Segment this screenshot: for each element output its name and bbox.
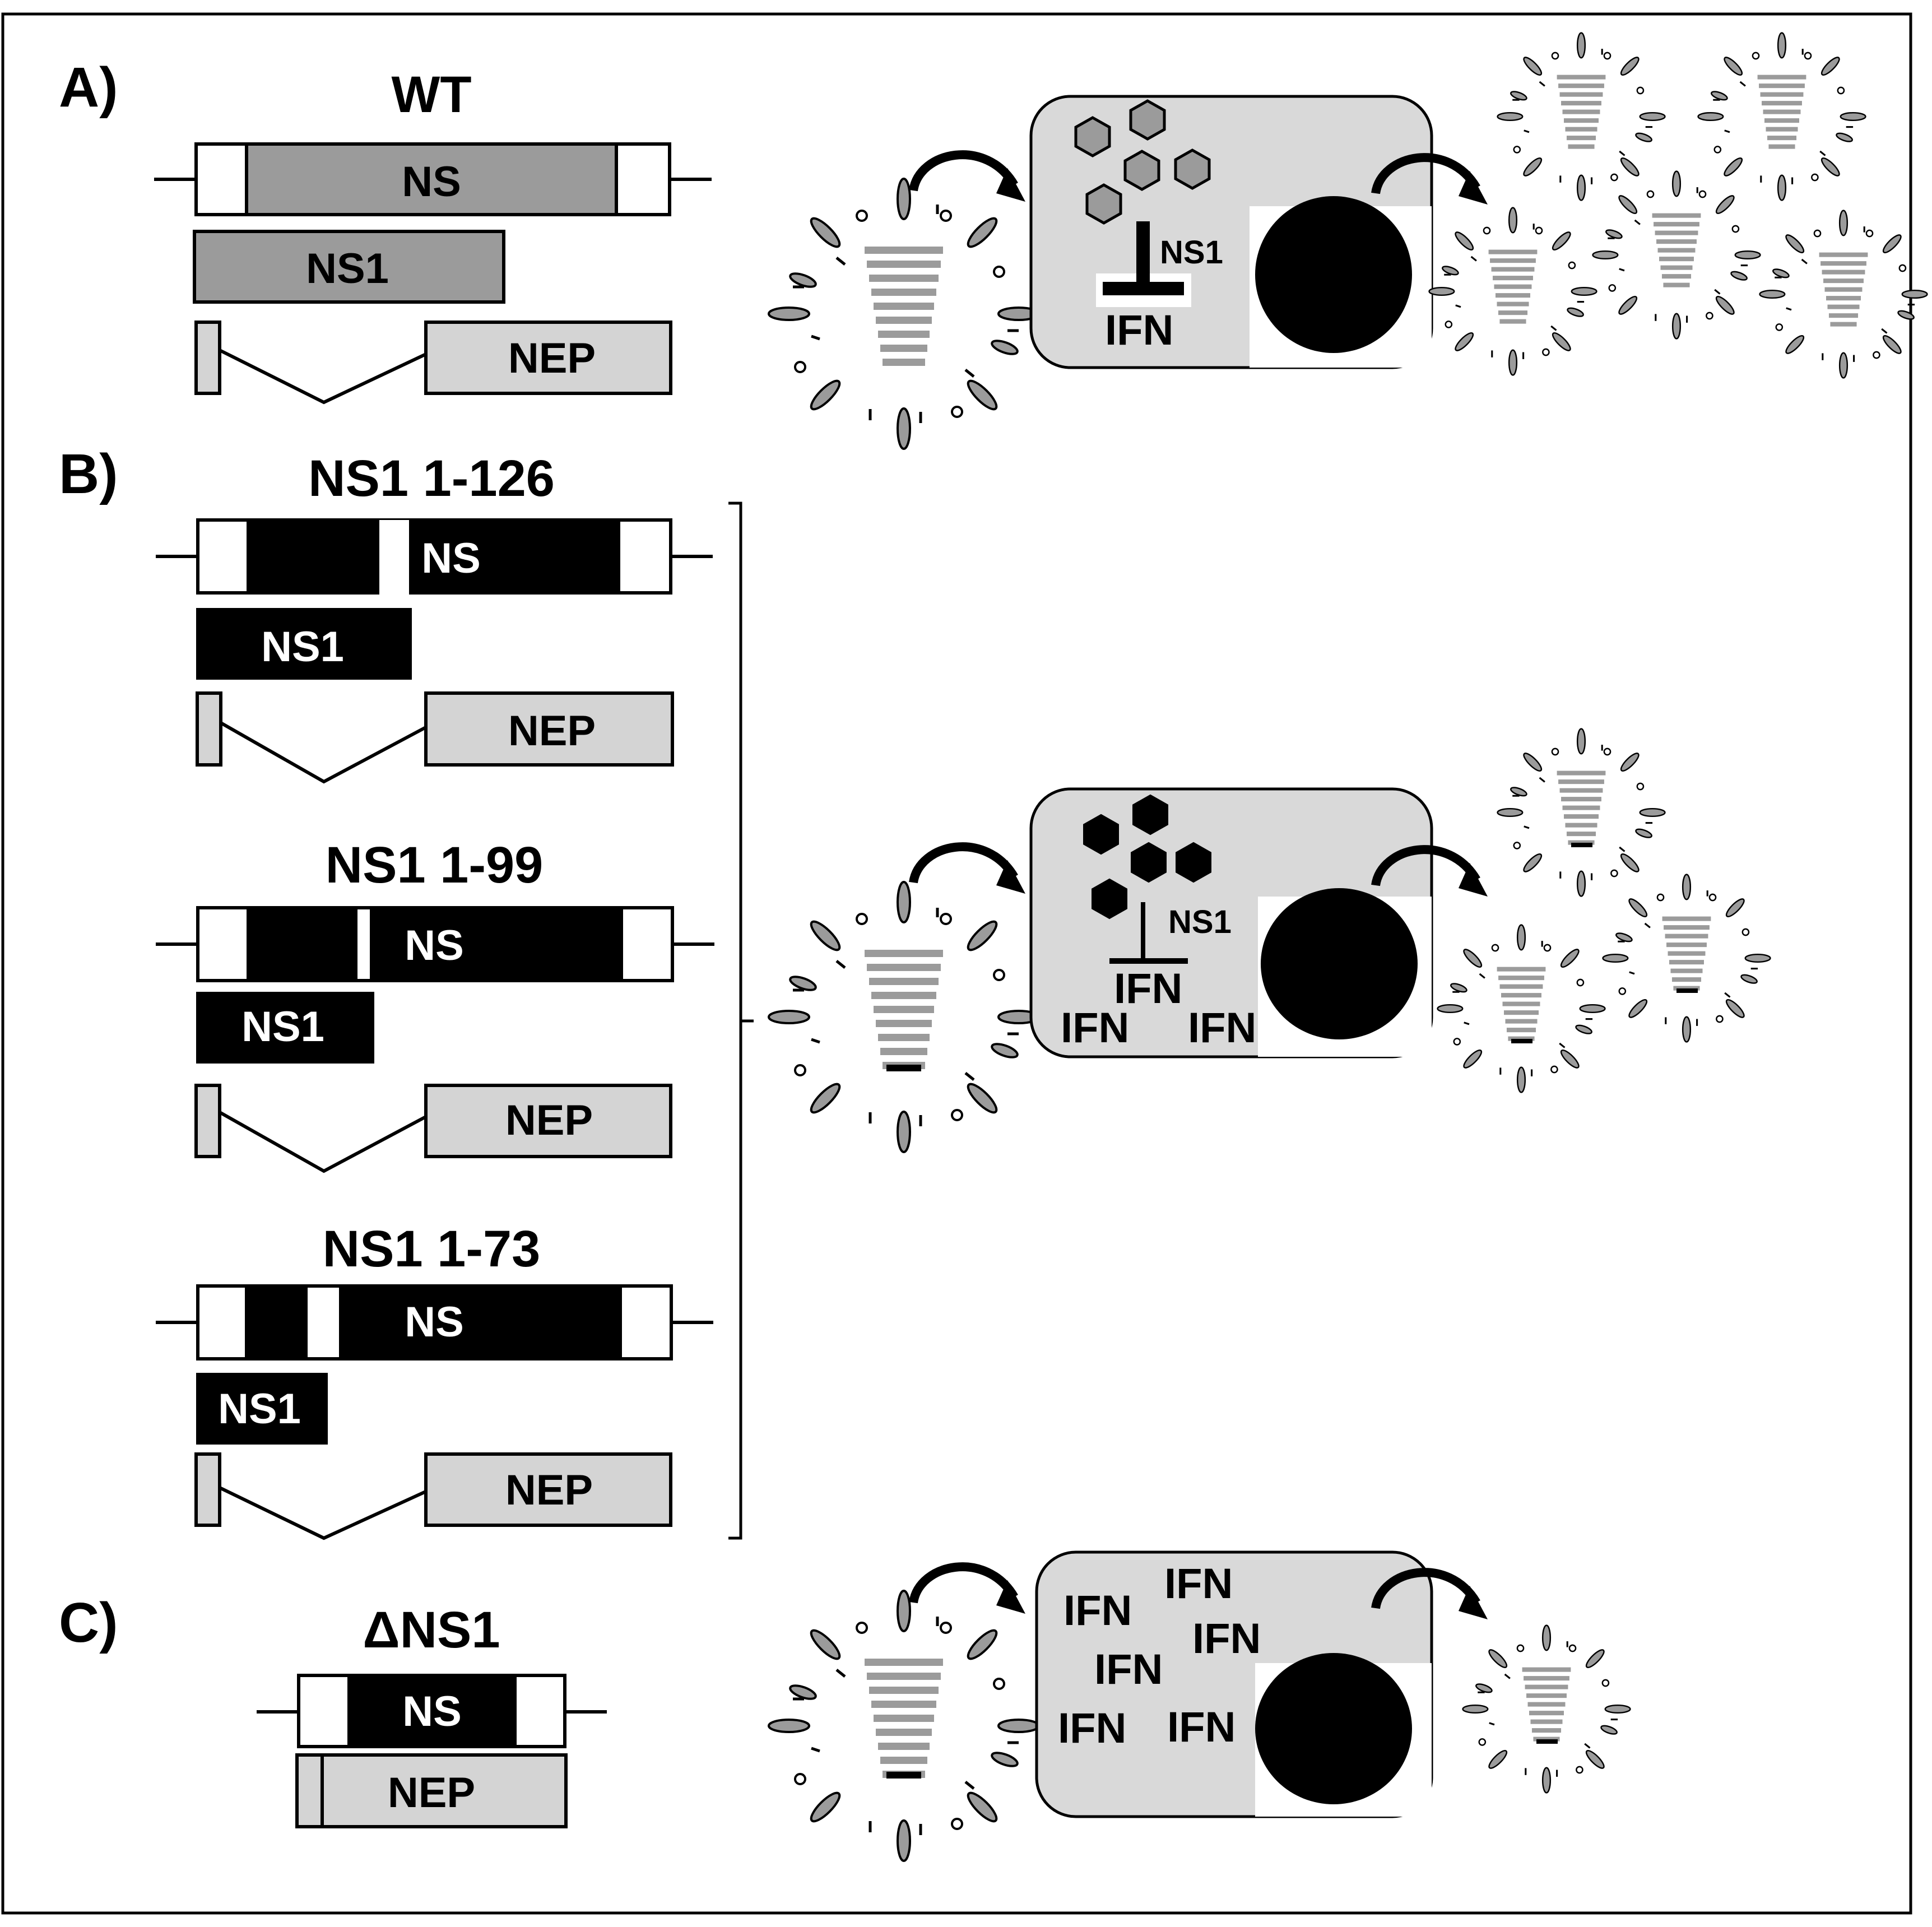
ns1-73-ns1-label: NS1 xyxy=(218,1385,301,1433)
mutant-cell-ifn-label-2: IFN xyxy=(1061,1004,1129,1052)
delta-infecting-virion xyxy=(769,1591,1039,1861)
wt-ns1-label: NS1 xyxy=(306,245,389,292)
ns1-99-nep-bar: NEP xyxy=(194,1084,672,1173)
delta-progeny-virion xyxy=(1463,1626,1631,1793)
wt-cell-ns1-label: NS1 xyxy=(1160,234,1223,271)
panel-b-bracket xyxy=(728,502,754,1540)
wt-entry-arrow xyxy=(913,155,1025,202)
delta-cell-ifn-label-6: IFN xyxy=(1167,1703,1236,1751)
ns1-73-ns-label: NS xyxy=(405,1298,464,1346)
ns1-99-ns-segment: NS xyxy=(156,906,714,982)
ns1-73-ns1-bar: NS1 xyxy=(196,1373,328,1445)
delta-ns1-ns-label: NS xyxy=(402,1688,462,1735)
delta-entry-arrow xyxy=(913,1567,1025,1614)
wt-cell-ifn-label: IFN xyxy=(1105,307,1173,354)
panel-b-letter: B) xyxy=(59,443,118,505)
panel-c-title: ΔNS1 xyxy=(363,1601,500,1659)
wt-nep-bar: NEP xyxy=(194,321,672,405)
ns1-73-nep-label: NEP xyxy=(505,1466,593,1514)
panel-a-title: WT xyxy=(391,66,471,123)
ns1-126-nep-bar: NEP xyxy=(196,691,674,784)
mutant-cell-ifn-label-3: IFN xyxy=(1188,1004,1256,1052)
ns1-99-title: NS1 1-99 xyxy=(326,837,544,894)
ns1-126-ns-segment: NS xyxy=(156,518,713,610)
ns1-126-ns-label: NS xyxy=(421,535,481,582)
delta-ns1-ns-segment: NS xyxy=(257,1674,607,1748)
ns1-73-nep-bar: NEP xyxy=(194,1452,672,1540)
ns1-126-ns1-bar: NS1 xyxy=(196,608,412,680)
wt-ns-label: NS xyxy=(402,158,461,206)
mutant-entry-arrow xyxy=(913,847,1025,894)
ns1-99-nep-label: NEP xyxy=(505,1097,593,1144)
delta-host-cell: IFN IFN IFN IFN IFN IFN xyxy=(1035,1550,1433,1818)
panel-a-letter: A) xyxy=(59,56,118,119)
wt-nep-label: NEP xyxy=(508,335,596,382)
mutant-host-cell: NS1 IFN IFN IFN xyxy=(1029,787,1433,1058)
wt-ns-segment: NS xyxy=(154,142,712,216)
ns1-73-title: NS1 1-73 xyxy=(323,1220,541,1278)
delta-cell-ifn-label-4: IFN xyxy=(1094,1646,1163,1693)
ns1-99-ns-label: NS xyxy=(405,922,464,969)
ns1-99-ns1-bar: NS1 xyxy=(196,992,374,1064)
mutant-cell-ns1-label: NS1 xyxy=(1168,904,1232,940)
ns1-99-ns1-label: NS1 xyxy=(242,1003,324,1051)
wt-progeny-virions xyxy=(1429,33,1928,378)
ns1-126-ns1-label: NS1 xyxy=(261,623,344,671)
wt-ns1-bar: NS1 xyxy=(193,230,505,304)
panel-c-letter: C) xyxy=(59,1591,118,1654)
ns1-73-ns-segment: NS xyxy=(156,1284,713,1360)
mutant-cell-ifn-label-1: IFN xyxy=(1114,965,1182,1013)
delta-cell-ifn-label-3: IFN xyxy=(1192,1615,1261,1663)
delta-cell-ifn-label-2: IFN xyxy=(1164,1560,1233,1608)
figure-border xyxy=(1,12,1912,1915)
delta-cell-ifn-label-1: IFN xyxy=(1063,1587,1132,1635)
mutant-progeny-virions xyxy=(1438,729,1771,1093)
mutant-infecting-virion xyxy=(769,882,1039,1152)
delta-cell-ifn-label-5: IFN xyxy=(1058,1705,1126,1752)
delta-ns1-nep-label: NEP xyxy=(388,1769,475,1817)
delta-ns1-nep-bar: NEP xyxy=(295,1753,568,1828)
wt-host-cell: NS1 IFN xyxy=(1029,95,1433,369)
ns1-126-title: NS1 1-126 xyxy=(308,450,555,507)
ns1-126-nep-label: NEP xyxy=(508,707,596,755)
wt-infecting-virion xyxy=(769,179,1039,449)
